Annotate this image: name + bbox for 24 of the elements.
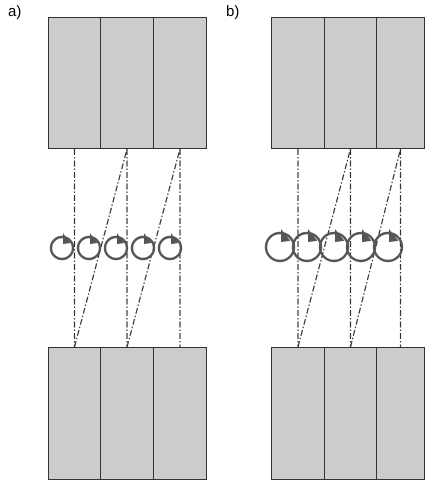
dash-dot-line xyxy=(350,149,352,347)
strip-block xyxy=(48,17,101,149)
panel-label: a) xyxy=(8,4,22,19)
strip-block xyxy=(376,17,425,149)
strip-block xyxy=(48,347,101,480)
dash-dot-line xyxy=(400,149,402,347)
strip-block xyxy=(153,347,207,480)
panel-label: b) xyxy=(226,4,240,19)
strip-block xyxy=(100,347,154,480)
strip-block xyxy=(376,347,425,480)
strip-block xyxy=(324,347,377,480)
dash-dot-line xyxy=(350,148,402,348)
dash-dot-line xyxy=(126,149,128,347)
dash-dot-line xyxy=(179,149,181,347)
strip-block xyxy=(100,17,154,149)
strip-block xyxy=(153,17,207,149)
dash-dot-line xyxy=(126,148,181,348)
dash-dot-line xyxy=(74,148,128,348)
strip-block xyxy=(324,17,377,149)
strip-block xyxy=(271,17,325,149)
dash-dot-line xyxy=(74,149,76,347)
dash-dot-line xyxy=(297,149,299,347)
dash-dot-line xyxy=(297,148,352,348)
strip-block xyxy=(271,347,325,480)
